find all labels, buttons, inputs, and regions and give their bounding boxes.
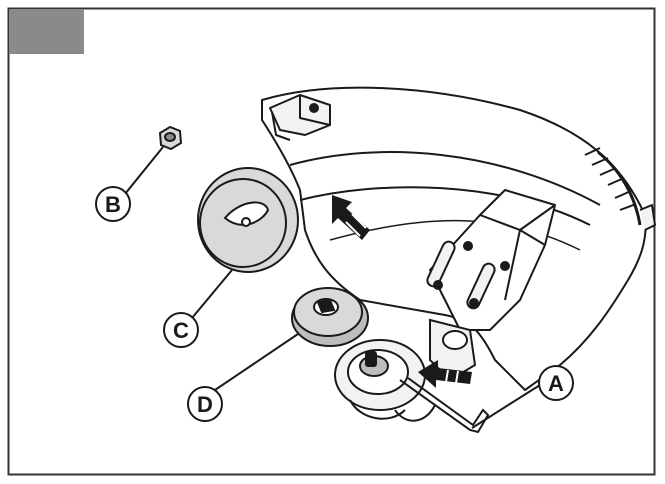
callout-b-label: B <box>105 192 121 217</box>
callout-d: D <box>187 386 223 422</box>
callout-d-label: D <box>197 392 213 417</box>
part-d-pulley <box>291 287 369 347</box>
part-b-nut <box>158 125 183 151</box>
trimmer-guard <box>261 86 656 391</box>
arrow-left-icon <box>418 360 472 388</box>
callout-a: A <box>538 365 574 401</box>
arrow-up-left-icon <box>332 195 370 240</box>
callout-c-label: C <box>173 318 189 343</box>
part-c-washer <box>197 167 299 273</box>
hex-key-tool <box>399 377 490 434</box>
leader-lines <box>124 146 541 429</box>
callout-b: B <box>95 186 131 222</box>
callout-a-label: A <box>548 371 564 396</box>
section-tab <box>9 9 84 54</box>
callout-c: C <box>163 312 199 348</box>
